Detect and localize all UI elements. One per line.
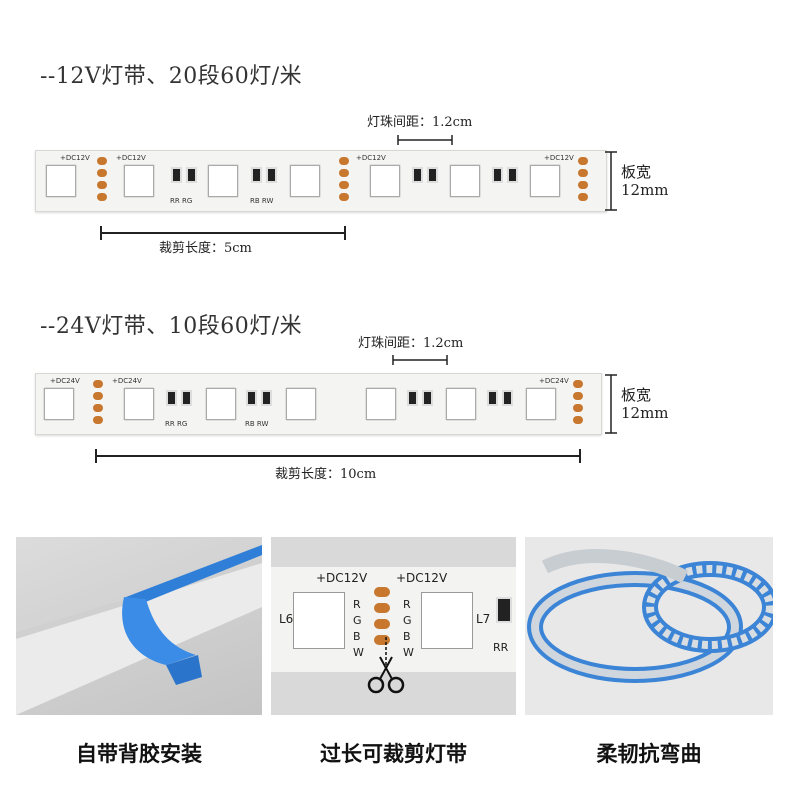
resistor-label: RR RG [165,420,188,428]
rgbw-led-chip [526,388,556,420]
strip12-width-dimension [605,151,617,211]
strip24-cut-length-label: 裁剪长度：10cm [275,467,377,482]
cut-closeup-resistor-label: RR [493,641,509,654]
strip12-led-spacing-label: 灯珠间距：1.2cm [367,115,473,130]
cut-closeup-voltage-left: +DC12V [316,571,368,585]
cut-closeup-voltage-right: +DC12V [396,571,448,585]
rgbw-led-chip [208,165,238,197]
rgbw-led-chip [44,388,74,420]
strip24-voltage-mark: +DC24V [112,377,142,385]
strip12-board-width-label: 板宽 12mm [621,163,669,199]
cut-closeup-left-led-label: L6 [279,612,294,626]
rgbw-led-chip [450,165,480,197]
strip12-voltage-mark: +DC12V [60,154,90,162]
strip12-title: --12V灯带、20段60灯/米 [40,64,303,89]
resistor-label: RR RG [170,197,193,205]
strip24-voltage-mark: +DC24V [539,377,569,385]
adhesive-backing-photo [16,537,262,715]
strip12-cut-length-label: 裁剪长度：5cm [159,241,252,256]
strip24-spacing-dimension [392,355,448,365]
strip12-voltage-mark: +DC12V [544,154,574,162]
rgbw-led-chip [124,388,154,420]
strip12-led-strip: +DC12V +DC12V +DC12V +DC12V RR RG RB RW [35,150,607,212]
rgbw-led-chip [46,165,76,197]
rgbw-led-chip [366,388,396,420]
strip24-title: --24V灯带、10段60灯/米 [40,314,303,339]
rgbw-led-chip [290,165,320,197]
flexible-strip-photo [525,537,773,715]
strip12-spacing-dimension [397,135,453,145]
cut-caption: 过长可裁剪灯带 [320,742,467,766]
strip24-led-spacing-label: 灯珠间距：1.2cm [358,336,464,351]
rgbw-led-chip [446,388,476,420]
adhesive-caption: 自带背胶安装 [76,742,202,766]
strip12-cut-length-dimension [100,226,346,240]
strip24-led-strip: +DC24V +DC24V +DC24V RR RG RB RW [35,373,602,435]
resistor-label: RB RW [250,197,274,205]
cut-closeup-right-led-label: L7 [476,612,491,626]
rgbw-led-chip [124,165,154,197]
strip12-voltage-mark: +DC12V [116,154,146,162]
rgbw-led-chip [530,165,560,197]
rgbw-led-chip [206,388,236,420]
strip24-cut-length-dimension [95,449,581,463]
resistor-label: RB RW [245,420,269,428]
rgbw-led-chip [370,165,400,197]
strip24-width-dimension [605,374,617,434]
strip24-voltage-mark: +DC24V [50,377,80,385]
flex-caption: 柔韧抗弯曲 [596,742,702,766]
rgbw-led-chip [286,388,316,420]
strip24-board-width-label: 板宽 12mm [621,386,669,422]
scissors-icon [367,637,405,694]
strip12-voltage-mark: +DC12V [356,154,386,162]
